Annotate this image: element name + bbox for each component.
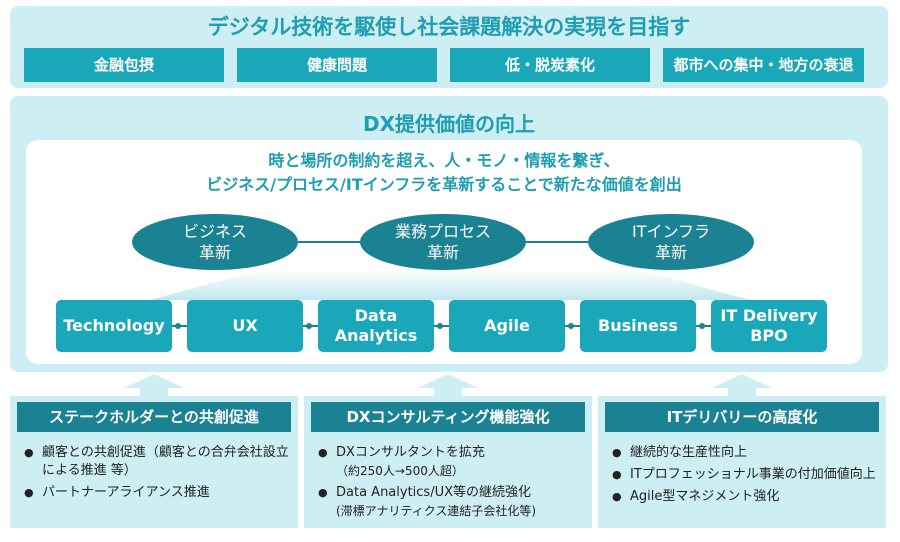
capability-ux: UX: [187, 300, 303, 352]
list-item: Agile型マネジメント強化: [612, 488, 882, 506]
up-arrow-icon: [712, 374, 772, 402]
up-arrow-icon: [418, 374, 478, 402]
goal-decarbonization: 低・脱炭素化: [450, 48, 650, 82]
capability-it-delivery-bpo: IT Delivery BPO: [711, 300, 827, 352]
connector-dot: [568, 323, 574, 329]
slogan-line-2: ビジネス/プロセス/ITインフラを革新することで新たな価値を創出: [206, 175, 682, 194]
list-item: ITプロフェッショナル事業の付加価値向上: [612, 466, 882, 484]
capability-technology: Technology: [56, 300, 172, 352]
capability-business: Business: [580, 300, 696, 352]
goal-urban-concentration: 都市への集中・地方の衰退: [663, 48, 864, 82]
business-innovation-ellipse: ビジネス 革新: [132, 214, 298, 270]
capability-data-analytics: Data Analytics: [318, 300, 434, 352]
goal-health: 健康問題: [237, 48, 437, 82]
dx-consulting-bullet-list: DXコンサルタントを拡充 （約250人→500人超） Data Analytic…: [318, 444, 588, 524]
business-process-innovation-ellipse: 業務プロセス 革新: [360, 214, 526, 270]
goal-financial-inclusion: 金融包摂: [24, 48, 224, 82]
connector-line: [290, 241, 370, 243]
connector-line: [520, 241, 600, 243]
it-delivery-bullet-list: 継続的な生産性向上 ITプロフェッショナル事業の付加価値向上 Agile型マネジ…: [612, 444, 882, 510]
list-item: DXコンサルタントを拡充 （約250人→500人超）: [318, 444, 588, 480]
list-item: パートナーアライアンス推進: [24, 484, 294, 502]
connector-dot: [699, 323, 705, 329]
stakeholder-heading: ステークホルダーとの共創促進: [17, 402, 291, 432]
it-delivery-heading: ITデリバリーの高度化: [605, 402, 879, 432]
connector-dot: [437, 323, 443, 329]
it-infra-innovation-ellipse: ITインフラ 革新: [588, 214, 754, 270]
list-item: 顧客との共創促進（顧客との合弁会社設立による推進 等）: [24, 444, 294, 480]
list-item: Data Analytics/UX等の継続強化 (滞標アナリティクス連結子会社化…: [318, 484, 588, 520]
stakeholder-bullet-list: 顧客との共創促進（顧客との合弁会社設立による推進 等） パートナーアライアンス推…: [24, 444, 294, 506]
up-arrow-icon: [124, 374, 184, 402]
list-item: 継続的な生産性向上: [612, 444, 882, 462]
slogan-line-1: 時と場所の制約を超え、人・モノ・情報を繋ぎ、: [268, 151, 620, 170]
dx-value-title: DX提供価値の向上: [362, 112, 536, 136]
connector-dot: [175, 323, 181, 329]
capability-agile: Agile: [449, 300, 565, 352]
dx-consulting-heading: DXコンサルティング機能強化: [311, 402, 585, 432]
connector-dot: [306, 323, 312, 329]
support-fan-shape: [150, 270, 750, 300]
social-issues-title: デジタル技術を駆使し社会課題解決の実現を目指す: [207, 15, 691, 39]
